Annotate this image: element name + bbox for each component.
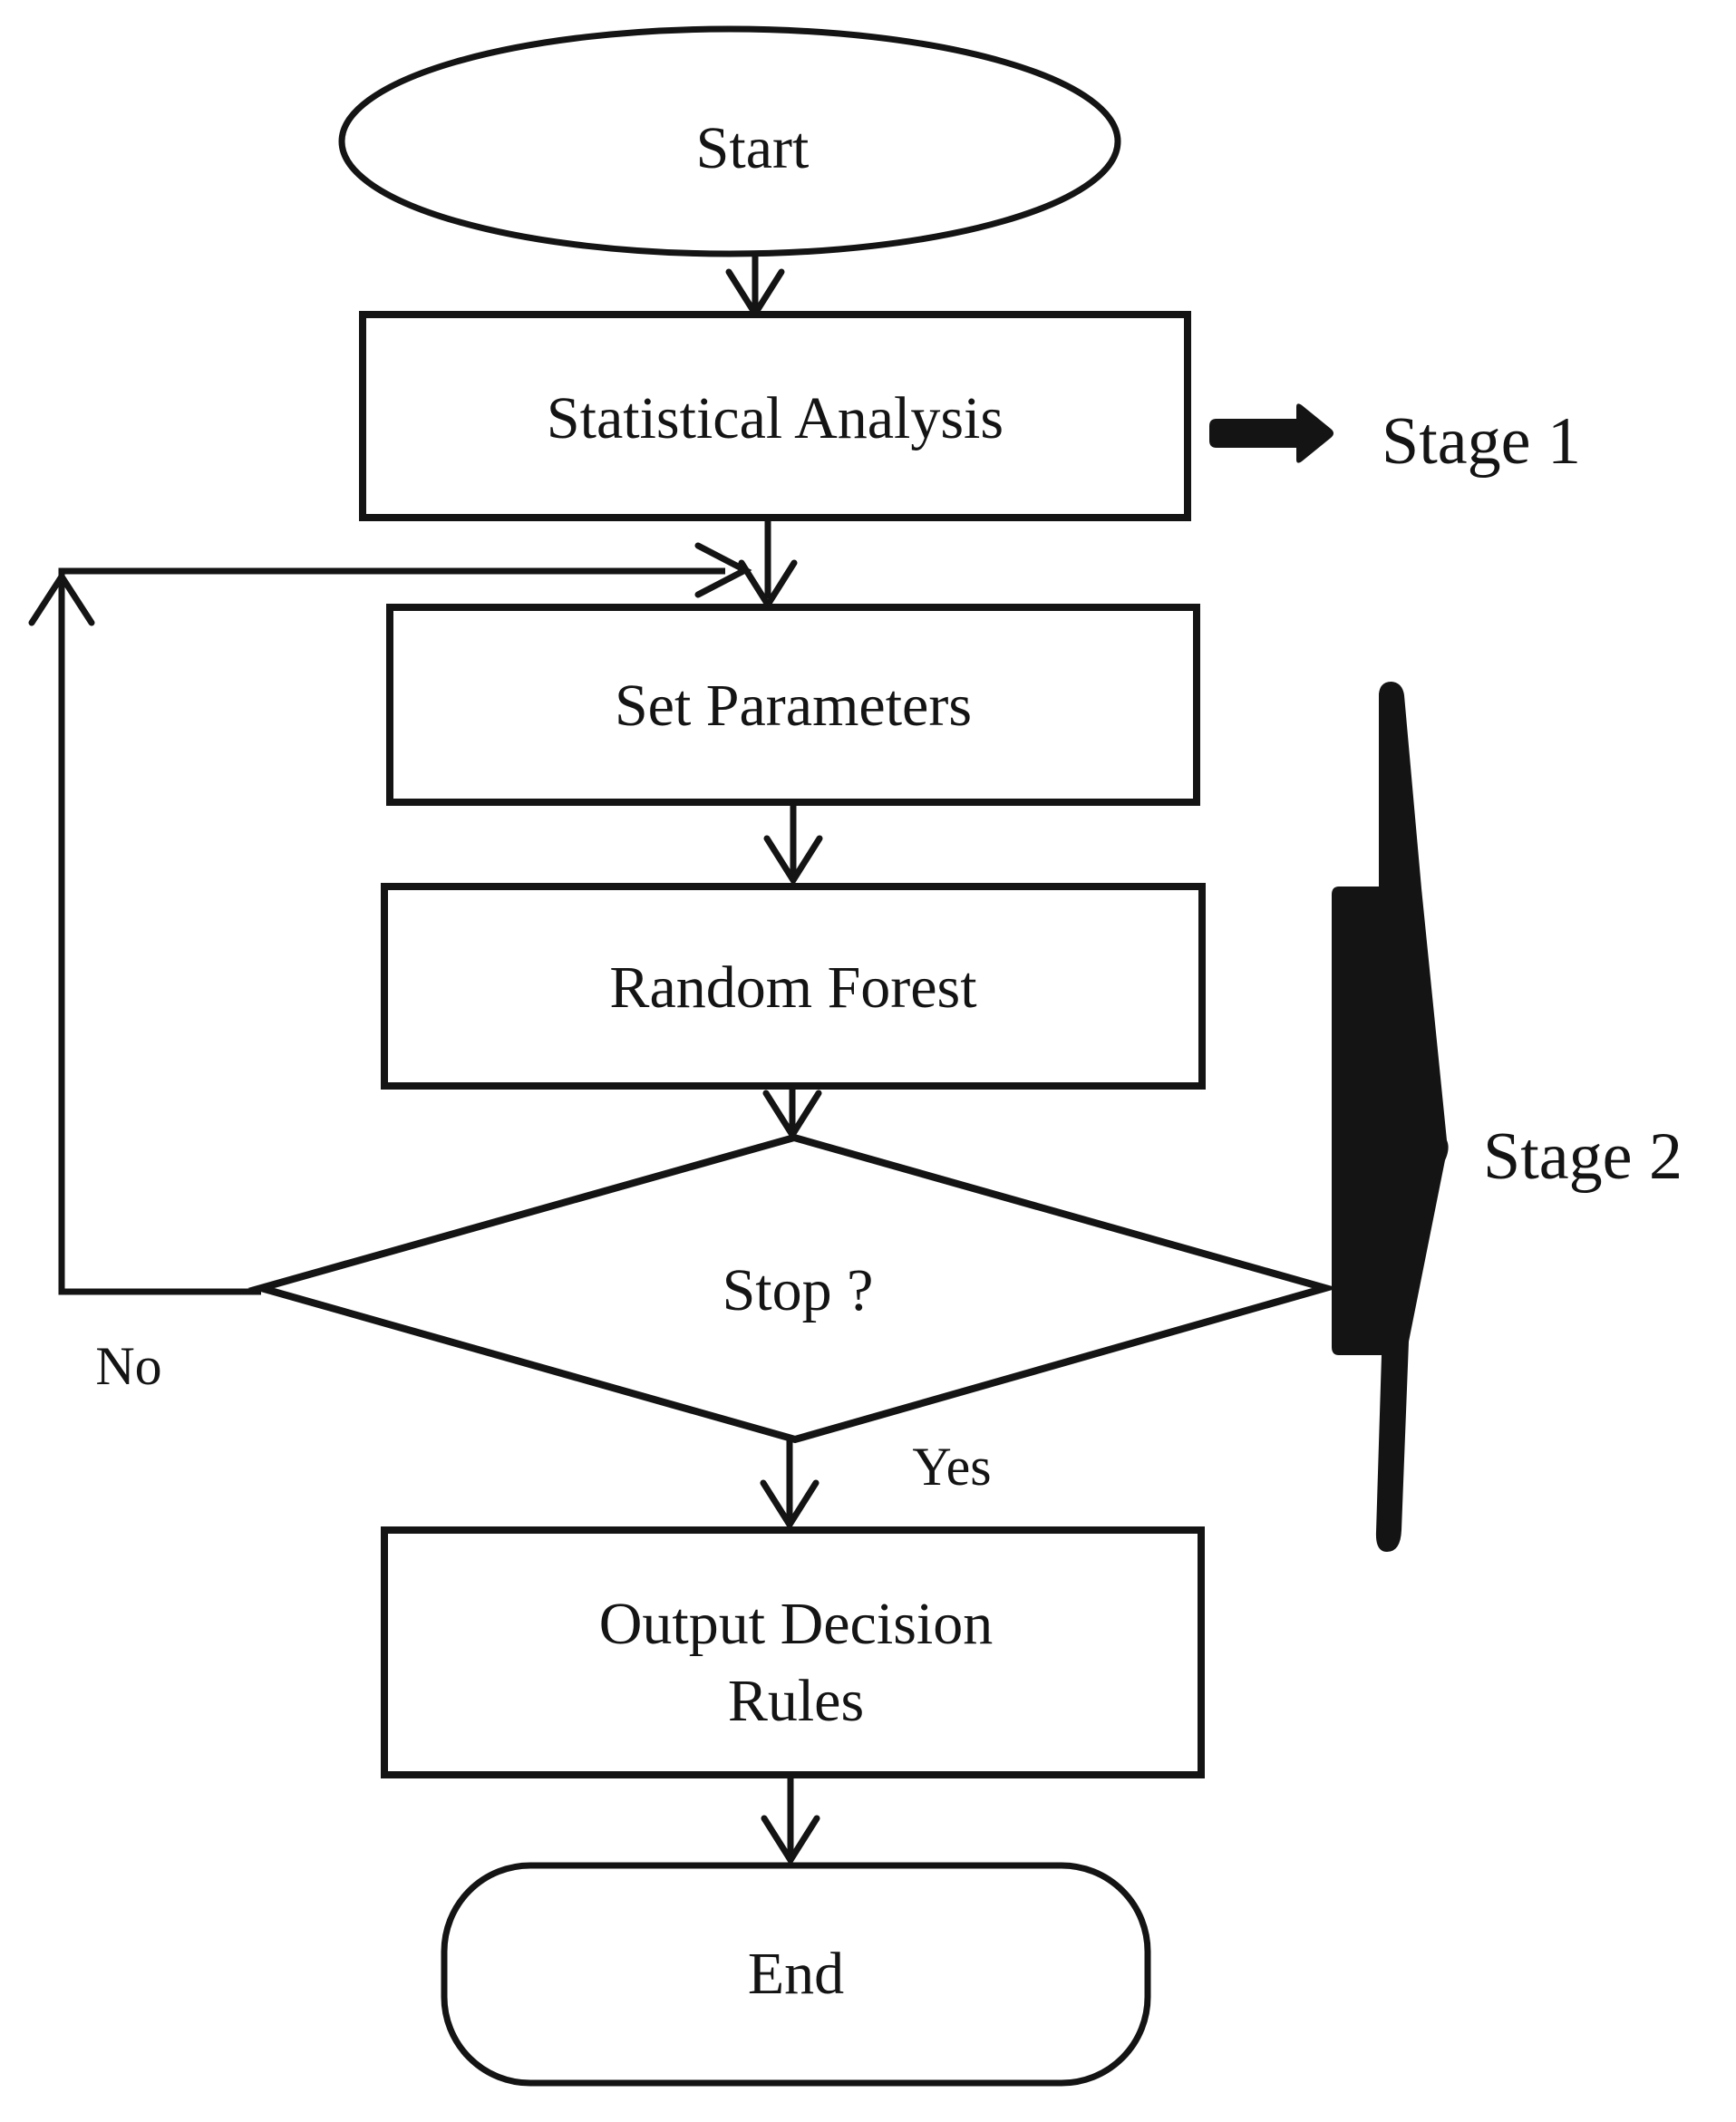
output-decision-rules-node	[381, 1526, 1205, 1778]
arrowhead-down-icon	[763, 835, 823, 887]
stage2-label: Stage 2	[1483, 1119, 1683, 1194]
arrowhead-down-icon	[761, 1815, 820, 1866]
random-forest-label: Random Forest	[609, 954, 976, 1021]
edge-no-loop	[58, 567, 725, 1295]
arrowhead-right-icon	[694, 542, 752, 598]
start-node	[338, 25, 1121, 257]
set-parameters-label: Set Parameters	[615, 673, 972, 739]
random-forest-node	[381, 883, 1206, 1090]
end-label: End	[748, 1941, 844, 2007]
arrowhead-up-icon	[28, 570, 95, 626]
stage1-label: Stage 1	[1382, 404, 1581, 479]
statistical-analysis-node	[359, 311, 1191, 521]
output-decision-rules-label-line1: Output Decision	[599, 1591, 993, 1657]
statistical-analysis-label: Statistical Analysis	[547, 385, 1004, 451]
end-node	[441, 1862, 1151, 2087]
set-parameters-node	[386, 604, 1200, 806]
stop-decision-label: Stop ?	[723, 1257, 874, 1323]
stop-decision-node	[247, 1133, 1339, 1444]
no-branch-label: No	[95, 1336, 161, 1396]
yes-branch-label: Yes	[912, 1437, 991, 1497]
arrowhead-down-icon	[760, 1479, 820, 1531]
stage2-brace-icon	[1332, 682, 1449, 1552]
stage1-arrow-icon	[1209, 403, 1334, 463]
output-decision-rules-label-line2: Rules	[728, 1668, 864, 1734]
start-label: Start	[696, 115, 810, 181]
